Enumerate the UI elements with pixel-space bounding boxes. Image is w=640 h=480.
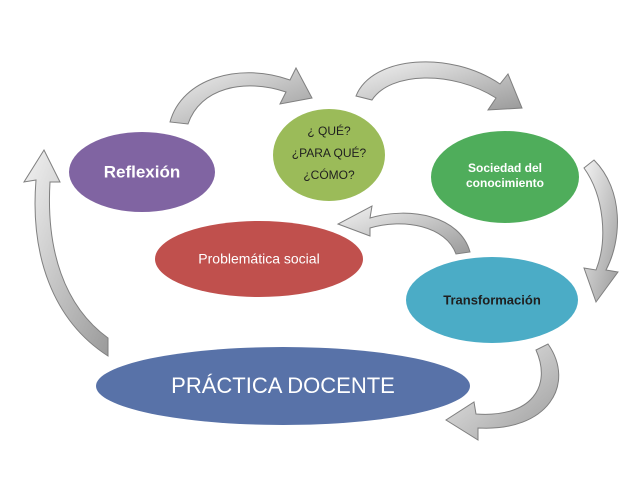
node-transformacion-label: Transformación bbox=[443, 292, 541, 307]
node-questions-line-1: ¿ QUÉ? bbox=[307, 123, 351, 138]
node-sociedad: Sociedad del conocimiento bbox=[431, 131, 579, 223]
node-questions-shape bbox=[273, 109, 385, 201]
node-transformacion-shape bbox=[406, 257, 578, 343]
node-practica-shape bbox=[96, 347, 470, 425]
node-questions-line-2: ¿PARA QUÉ? bbox=[292, 145, 367, 160]
cycle-arrows bbox=[22, 61, 619, 441]
node-reflexion: Reflexión bbox=[69, 132, 215, 212]
node-questions-line-3: ¿CÓMO? bbox=[303, 167, 355, 182]
node-reflexion-label: Reflexión bbox=[104, 162, 181, 181]
arrow-transformacion-to-practica bbox=[445, 343, 560, 441]
arrow-transformacion-to-problematica bbox=[336, 205, 471, 255]
node-sociedad-line-1: Sociedad del bbox=[468, 161, 542, 175]
arrow-reflexion-to-questions bbox=[169, 66, 313, 125]
node-transformacion: Transformación bbox=[406, 257, 578, 343]
node-practica: PRÁCTICA DOCENTE bbox=[96, 347, 470, 425]
arrow-questions-to-sociedad bbox=[355, 61, 523, 111]
node-problematica-label: Problemática social bbox=[198, 251, 319, 267]
node-sociedad-line-2: conocimiento bbox=[466, 176, 544, 190]
arrow-practica-to-reflexion bbox=[22, 148, 109, 357]
node-problematica: Problemática social bbox=[155, 221, 363, 297]
node-reflexion-shape bbox=[69, 132, 215, 212]
node-practica-label: PRÁCTICA DOCENTE bbox=[171, 373, 395, 398]
node-sociedad-shape bbox=[431, 131, 579, 223]
arrow-sociedad-to-transformacion bbox=[583, 159, 619, 304]
node-questions: ¿ QUÉ? ¿PARA QUÉ? ¿CÓMO? bbox=[273, 109, 385, 201]
node-problematica-shape bbox=[155, 221, 363, 297]
